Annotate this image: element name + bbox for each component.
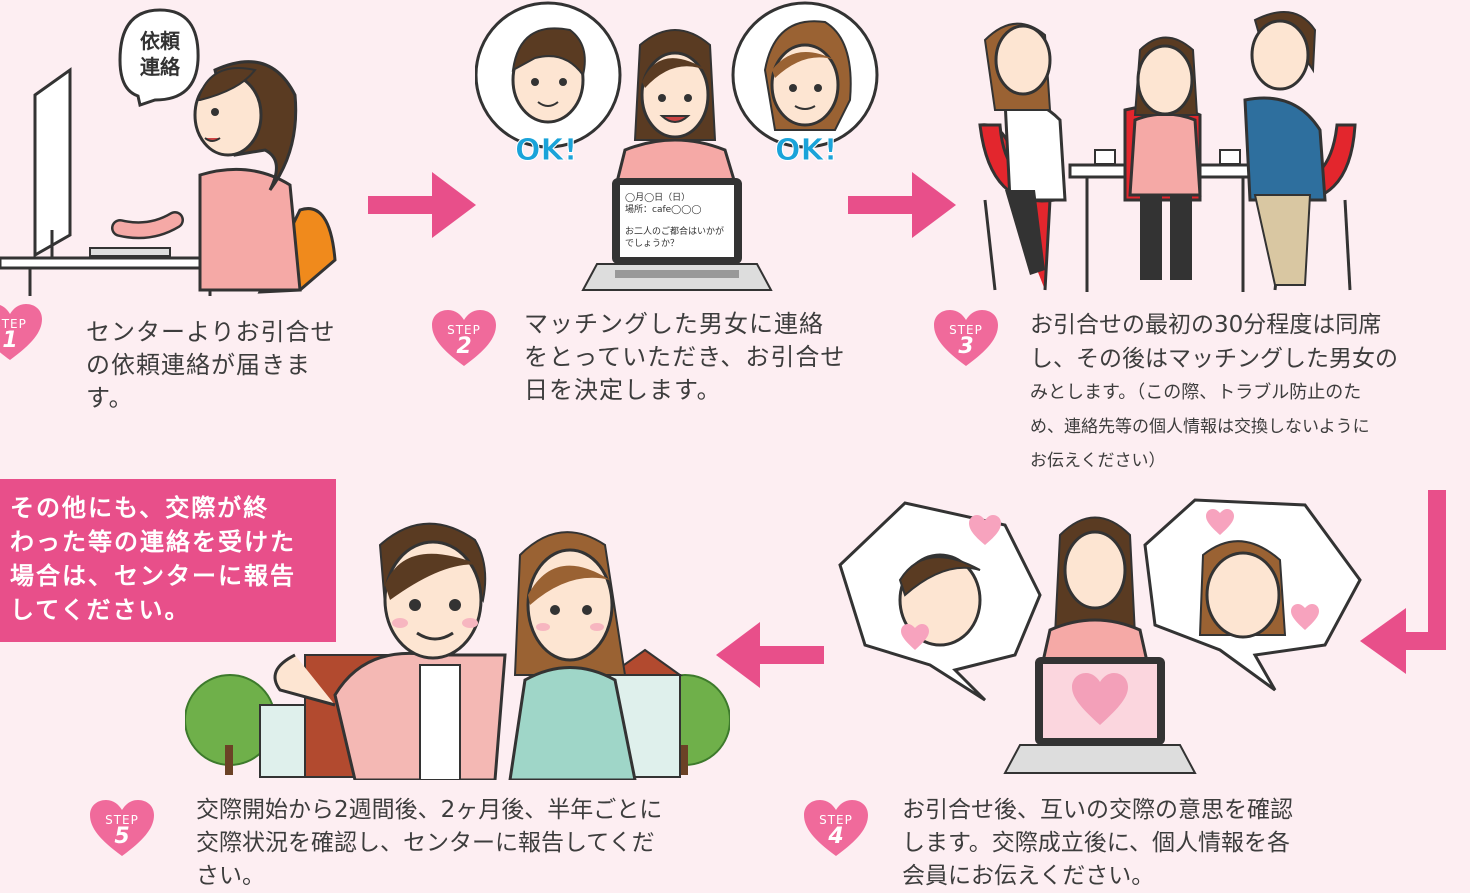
note-line2: わった等の連絡を受けた — [10, 528, 296, 556]
heart-icon — [804, 800, 868, 856]
step4-line1: お引合せ後、互いの交際の意思を確認 — [902, 797, 1293, 823]
step4-badge-number: 4 — [828, 824, 844, 849]
step3-badge: STEP 3 — [934, 310, 998, 368]
step2-text: マッチングした男女に連絡 をとっていただき、お引合せ 日を決定します。 — [524, 308, 884, 407]
step1-line3: す。 — [86, 384, 134, 412]
note-line1: その他にも、交際が終 — [10, 494, 270, 522]
step3-illustration — [978, 11, 1357, 292]
step1-line1: センターよりお引合せ — [86, 318, 336, 346]
step1-illustration: 依頼 連絡 — [0, 8, 337, 296]
step3-badge-label: STEP — [949, 323, 983, 337]
speech-bubble-line1: 依頼 — [140, 29, 181, 53]
note-box: その他にも、交際が終 わった等の連絡を受けた 場合は、センターに報告 してくださ… — [0, 479, 336, 642]
step4-badge: STEP 4 — [804, 800, 868, 858]
step3-line4: め、連絡先等の個人情報は交換しないように — [1030, 417, 1370, 437]
arrow-right-icon — [848, 172, 956, 238]
ok-label-right: OK! — [775, 133, 837, 168]
step2-badge: STEP 2 — [432, 310, 496, 368]
step3-text: お引合せの最初の30分程度は同席 し、その後はマッチングした男女の みとします。… — [1030, 308, 1470, 478]
note-line4: してください。 — [10, 596, 191, 624]
step3-line3: みとします。（この際、トラブル防止のた — [1030, 382, 1362, 403]
laptop-line1: ◯月◯日（日） — [625, 192, 690, 203]
step4-line2: します。交際成立後に、個人情報を各 — [902, 830, 1291, 856]
step2-badge-label: STEP — [447, 323, 481, 337]
laptop-line4: でしょうか？ — [625, 238, 679, 249]
step2-line1: マッチングした男女に連絡 — [524, 310, 824, 338]
step5-line1: 交際開始から2週間後、2ヶ月後、半年ごとに — [196, 797, 663, 823]
step2-line3: 日を決定します。 — [524, 376, 722, 404]
step3-line1: お引合せの最初の30分程度は同席 — [1030, 312, 1382, 338]
step2-illustration: OK! OK! ◯月◯日（日） 場所：cafe◯◯◯ お二人のご都合はいかが で… — [475, 1, 879, 291]
laptop-line2: 場所：cafe◯◯◯ — [625, 203, 701, 215]
heart-icon — [432, 310, 496, 366]
step4-illustration — [838, 498, 1362, 774]
arrow-down-left-icon — [1360, 490, 1446, 674]
step2-line2: をとっていただき、お引合せ — [524, 343, 846, 371]
step1-line2: の依頼連絡が届きま — [86, 351, 311, 379]
arrow-right-icon — [368, 172, 476, 238]
step4-badge-label: STEP — [819, 813, 853, 827]
heart-icon — [934, 310, 998, 366]
step1-badge-label: STEP — [0, 317, 27, 331]
speech-bubble-line2: 連絡 — [140, 55, 181, 79]
step4-text: お引合せ後、互いの交際の意思を確認 します。交際成立後に、個人情報を各 会員にお… — [902, 794, 1362, 893]
step2-badge-number: 2 — [456, 334, 472, 359]
step1-text: センターよりお引合せ の依頼連絡が届きま す。 — [86, 316, 376, 415]
step5-text: 交際開始から2週間後、2ヶ月後、半年ごとに 交際状況を確認し、センターに報告して… — [196, 794, 736, 893]
step5-line3: さい。 — [196, 863, 265, 889]
step1-badge-number: 1 — [2, 328, 18, 353]
heart-icon — [90, 800, 154, 856]
step4-line3: 会員にお伝えください。 — [902, 863, 1155, 889]
arrow-left-icon — [716, 622, 824, 688]
step3-badge-number: 3 — [958, 334, 974, 359]
laptop-line3: お二人のご都合はいかが — [625, 225, 724, 237]
step3-line2: し、その後はマッチングした男女の — [1030, 346, 1398, 372]
step5-illustration — [185, 522, 730, 780]
ok-label-left: OK! — [515, 133, 577, 168]
step3-line5: お伝えください） — [1030, 451, 1166, 471]
step5-badge-number: 5 — [114, 824, 130, 849]
step5-badge: STEP 5 — [90, 800, 154, 858]
heart-icon — [0, 304, 42, 360]
step5-line2: 交際状況を確認し、センターに報告してくだ — [196, 830, 655, 856]
note-line3: 場合は、センターに報告 — [10, 562, 296, 590]
step5-badge-label: STEP — [105, 813, 139, 827]
step1-badge: STEP 1 — [0, 304, 42, 362]
